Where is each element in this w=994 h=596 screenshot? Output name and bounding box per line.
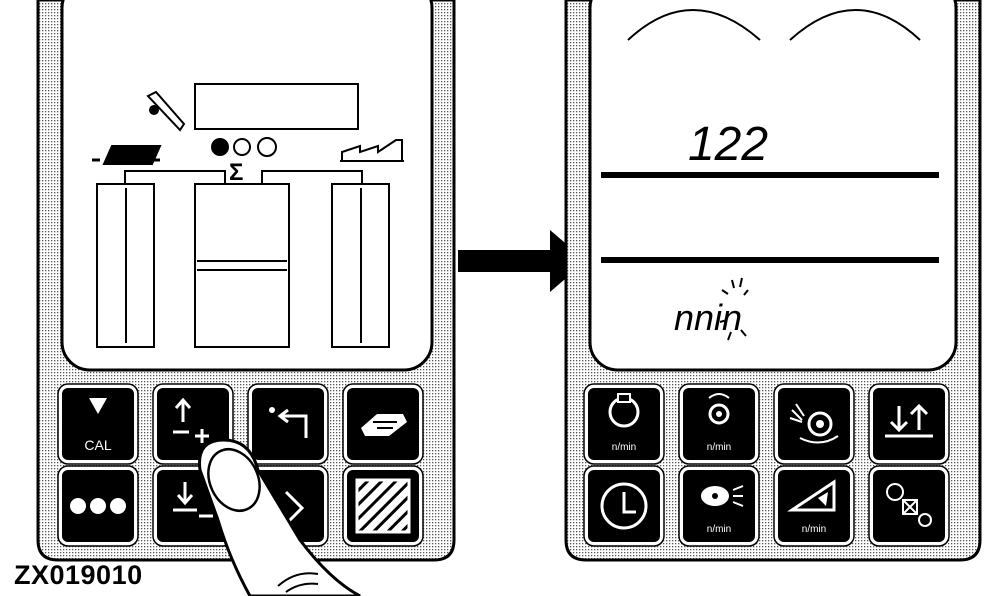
return-arrow-icon xyxy=(269,407,308,438)
figure-id-label: ZX019010 xyxy=(14,560,143,590)
lower-divider xyxy=(601,257,939,263)
field-map-icon xyxy=(361,414,407,436)
blinking-indicator-icon xyxy=(719,277,749,341)
empty-dot-icon xyxy=(257,137,277,157)
center-bar-gauge xyxy=(194,183,290,348)
drum-speed-key[interactable]: n/min xyxy=(678,383,760,465)
blower-speed-key-label: n/min xyxy=(707,524,731,535)
arrow-up-plus-minus-icon xyxy=(173,397,209,443)
engine-speed-key-label: n/min xyxy=(612,442,636,453)
clock-key[interactable] xyxy=(583,465,665,547)
finger-illustration xyxy=(198,438,361,596)
fingernail xyxy=(207,448,261,512)
triangle-down-icon xyxy=(89,398,107,414)
clock-icon xyxy=(600,482,648,530)
filled-dot-icon xyxy=(211,138,229,156)
arrow-down-minus-icon xyxy=(173,482,213,518)
left-arc-icon xyxy=(627,9,761,41)
fan-key[interactable] xyxy=(773,383,855,465)
left-display-graphics: Σ xyxy=(92,83,404,348)
partially-hidden-icon xyxy=(284,490,305,526)
engine-speed-key[interactable]: n/min xyxy=(583,383,665,465)
field-icon xyxy=(92,145,162,165)
fan-gear-icon xyxy=(789,403,839,444)
down-up-arrows-icon xyxy=(885,403,933,438)
drum-speed-key-label: n/min xyxy=(707,442,731,453)
left-control-panel: Σ xyxy=(36,0,456,562)
right-display-screen xyxy=(588,0,958,372)
chopper-icon xyxy=(787,479,836,512)
cal-key[interactable]: CAL xyxy=(57,383,139,465)
right-bar-gauge xyxy=(331,183,390,348)
three-dots-icon xyxy=(70,498,126,514)
right-arc-icon xyxy=(789,9,921,41)
dots-key[interactable] xyxy=(57,465,139,547)
blower-speed-key[interactable]: n/min xyxy=(678,465,760,547)
hatched-square-icon xyxy=(355,478,411,534)
sum-symbol: Σ xyxy=(229,159,243,186)
blower-icon xyxy=(701,485,744,507)
return-key[interactable] xyxy=(247,383,329,465)
drive-key[interactable] xyxy=(868,465,950,547)
field-key[interactable] xyxy=(342,383,424,465)
wrench-icon xyxy=(146,90,186,132)
hatch-key[interactable] xyxy=(342,465,424,547)
cal-key-label: CAL xyxy=(84,437,111,453)
display-value: 122 xyxy=(688,118,768,171)
chopper-speed-key[interactable]: n/min xyxy=(773,465,855,547)
display-unit-text: nnin xyxy=(674,297,742,338)
text-field-box xyxy=(194,83,359,130)
chopper-speed-key-label: n/min xyxy=(802,524,826,535)
factory-icon xyxy=(341,139,403,160)
empty-dot-icon xyxy=(233,138,251,156)
left-bar-gauge xyxy=(96,183,155,348)
height-key[interactable] xyxy=(868,383,950,465)
engine-icon xyxy=(608,393,640,428)
gear-rotate-icon xyxy=(708,393,730,425)
gear-box-icon xyxy=(886,483,932,527)
upper-divider xyxy=(601,172,939,178)
